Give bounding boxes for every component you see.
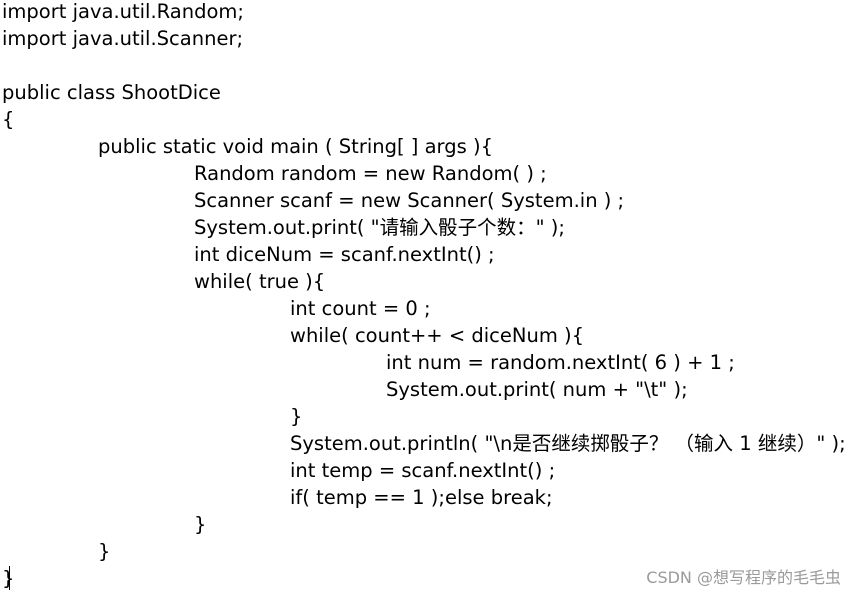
code-line: import java.util.Scanner;: [2, 27, 244, 50]
code-line: import java.util.Random;: [2, 0, 244, 23]
code-line: Random random = new Random( ) ;: [194, 162, 547, 185]
code-line: {: [2, 108, 15, 131]
code-line: while( count++ < diceNum ){: [290, 324, 585, 347]
code-line: }: [290, 405, 303, 428]
code-line: public class ShootDice: [2, 81, 221, 104]
code-line: while( true ){: [194, 270, 326, 293]
code-line: System.out.print( "请输入骰子个数：" );: [194, 216, 565, 239]
code-line: Scanner scanf = new Scanner( System.in )…: [194, 189, 625, 212]
code-line: System.out.print( num + "\t" );: [386, 378, 688, 401]
text-caret: [9, 566, 10, 590]
code-line: public static void main ( String[ ] args…: [98, 135, 493, 158]
code-line: }: [98, 540, 111, 563]
code-line: int count = 0 ;: [290, 297, 431, 320]
code-line: int diceNum = scanf.nextInt() ;: [194, 243, 495, 266]
code-line: }: [194, 513, 207, 536]
code-line: System.out.println( "\n是否继续掷骰子？ （输入 1 继续…: [290, 432, 846, 455]
code-line: if( temp == 1 );else break;: [290, 486, 553, 509]
code-line: int temp = scanf.nextInt() ;: [290, 459, 556, 482]
watermark: CSDN @想写程序的毛毛虫: [646, 568, 841, 587]
code-line: }: [2, 565, 14, 592]
code-line: int num = random.nextInt( 6 ) + 1 ;: [386, 351, 735, 374]
